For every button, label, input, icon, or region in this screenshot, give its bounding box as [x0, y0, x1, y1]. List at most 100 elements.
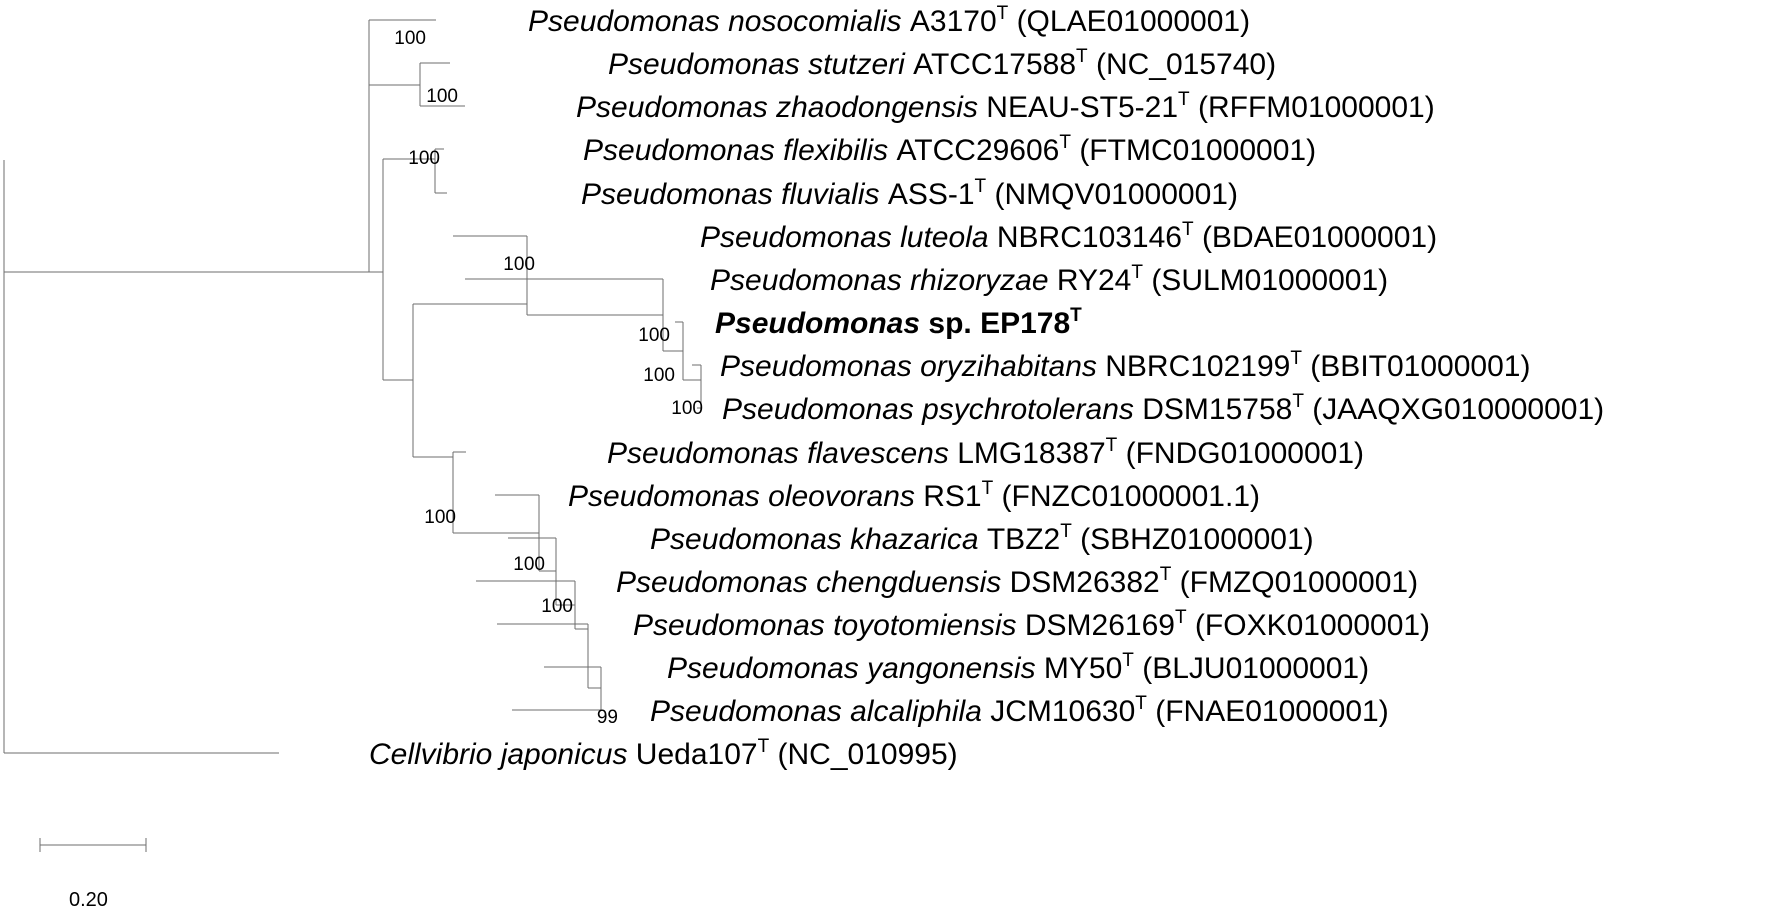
leaf-label-14: Pseudomonas toyotomiensis DSM26169T (FOX…	[633, 607, 1430, 642]
leaf-species-name: Pseudomonas alcaliphila	[650, 695, 990, 728]
leaf-strain: NBRC103146	[997, 221, 1182, 254]
leaf-accession: (NC_010995)	[769, 738, 957, 771]
tree-branches	[3, 19, 702, 754]
leaf-type-mark: T	[975, 176, 987, 197]
leaf-strain: sp. EP178	[928, 307, 1070, 340]
leaf-strain: LMG18387	[957, 437, 1105, 470]
leaf-strain: NEAU-ST5-21	[986, 91, 1178, 124]
leaf-strain: MY50	[1044, 652, 1122, 685]
scale-bar: 0.20	[39, 838, 147, 911]
leaf-species-name: Pseudomonas oryzihabitans	[720, 350, 1105, 383]
leaf-type-mark: T	[997, 3, 1009, 24]
leaf-label-8: Pseudomonas oryzihabitans NBRC102199T (B…	[720, 348, 1530, 383]
leaf-species-name: Pseudomonas flavescens	[607, 437, 957, 470]
leaf-type-mark: T	[1178, 89, 1190, 110]
leaf-species-name: Pseudomonas nosocomialis	[528, 5, 910, 38]
bootstrap-value: 100	[541, 596, 573, 617]
leaf-strain: DSM26382	[1010, 566, 1160, 599]
bootstrap-value: 100	[638, 325, 670, 346]
leaf-label-16: Pseudomonas alcaliphila JCM10630T (FNAE0…	[650, 693, 1389, 728]
leaf-label-7: Pseudomonas sp. EP178T	[715, 305, 1082, 340]
leaf-species-name: Pseudomonas stutzeri	[608, 48, 913, 81]
bootstrap-value: 100	[671, 398, 703, 419]
tree-leaf-labels: Pseudomonas nosocomialis A3170T (QLAE010…	[369, 3, 1604, 771]
leaf-type-mark: T	[1122, 650, 1134, 671]
leaf-accession: (FNZC01000001.1)	[993, 480, 1260, 513]
leaf-accession: (FNAE01000001)	[1147, 695, 1389, 728]
leaf-strain: A3170	[910, 5, 997, 38]
leaf-species-name: Pseudomonas flexibilis	[583, 134, 897, 167]
leaf-type-mark: T	[1175, 607, 1187, 628]
leaf-accession: (QLAE01000001)	[1008, 5, 1250, 38]
leaf-species-name: Pseudomonas luteola	[700, 221, 997, 254]
leaf-type-mark: T	[1182, 219, 1194, 240]
leaf-type-mark: T	[1059, 132, 1071, 153]
leaf-strain: TBZ2	[987, 523, 1060, 556]
leaf-accession: (BBIT01000001)	[1302, 350, 1530, 383]
leaf-species-name: Pseudomonas yangonensis	[667, 652, 1044, 685]
leaf-label-3: Pseudomonas flexibilis ATCC29606T (FTMC0…	[583, 132, 1316, 167]
leaf-type-mark: T	[1131, 262, 1143, 283]
leaf-accession: (SULM01000001)	[1143, 264, 1388, 297]
leaf-species-name: Pseudomonas chengduensis	[616, 566, 1010, 599]
leaf-accession: (NMQV01000001)	[986, 178, 1238, 211]
leaf-label-0: Pseudomonas nosocomialis A3170T (QLAE010…	[528, 3, 1250, 38]
bootstrap-value: 100	[513, 554, 545, 575]
leaf-accession: (RFFM01000001)	[1190, 91, 1435, 124]
leaf-species-name: Pseudomonas zhaodongensis	[576, 91, 986, 124]
leaf-accession: (FNDG01000001)	[1117, 437, 1364, 470]
leaf-label-6: Pseudomonas rhizoryzae RY24T (SULM010000…	[710, 262, 1388, 297]
leaf-type-mark: T	[1160, 564, 1172, 585]
bootstrap-value: 100	[408, 148, 440, 169]
leaf-label-2: Pseudomonas zhaodongensis NEAU-ST5-21T (…	[576, 89, 1435, 124]
leaf-type-mark: T	[982, 478, 994, 499]
bootstrap-value: 100	[424, 507, 456, 528]
leaf-type-mark: T	[1106, 435, 1118, 456]
leaf-species-name: Pseudomonas rhizoryzae	[710, 264, 1057, 297]
leaf-label-10: Pseudomonas flavescens LMG18387T (FNDG01…	[607, 435, 1364, 470]
leaf-accession: (FMZQ01000001)	[1171, 566, 1418, 599]
leaf-type-mark: T	[1135, 693, 1147, 714]
leaf-accession: (SBHZ01000001)	[1072, 523, 1314, 556]
leaf-type-mark: T	[1076, 46, 1088, 67]
leaf-strain: NBRC102199	[1105, 350, 1290, 383]
leaf-type-mark: T	[1290, 348, 1302, 369]
bootstrap-value: 100	[503, 254, 535, 275]
leaf-species-name: Pseudomonas fluvialis	[581, 178, 888, 211]
leaf-type-mark: T	[1070, 305, 1082, 326]
leaf-species-name: Pseudomonas khazarica	[650, 523, 987, 556]
bootstrap-value: 100	[426, 86, 458, 107]
bootstrap-value: 99	[597, 707, 618, 728]
leaf-label-4: Pseudomonas fluvialis ASS-1T (NMQV010000…	[581, 176, 1238, 211]
leaf-strain: Ueda107	[636, 738, 758, 771]
leaf-label-1: Pseudomonas stutzeri ATCC17588T (NC_0157…	[608, 46, 1276, 81]
leaf-strain: DSM26169	[1025, 609, 1175, 642]
leaf-type-mark: T	[1060, 521, 1072, 542]
leaf-species-name: Cellvibrio japonicus	[369, 738, 636, 771]
leaf-type-mark: T	[758, 736, 770, 757]
leaf-label-12: Pseudomonas khazarica TBZ2T (SBHZ0100000…	[650, 521, 1314, 556]
leaf-strain: ATCC29606	[897, 134, 1060, 167]
leaf-label-17: Cellvibrio japonicus Ueda107T (NC_010995…	[369, 736, 958, 771]
leaf-accession: (FTMC01000001)	[1071, 134, 1316, 167]
leaf-strain: ASS-1	[888, 178, 975, 211]
leaf-accession: (BLJU01000001)	[1134, 652, 1369, 685]
scale-bar-label: 0.20	[69, 889, 108, 911]
leaf-accession: (NC_015740)	[1088, 48, 1276, 81]
leaf-strain: RY24	[1057, 264, 1132, 297]
leaf-strain: DSM15758	[1142, 393, 1292, 426]
leaf-accession: (BDAE01000001)	[1194, 221, 1438, 254]
leaf-strain: JCM10630	[990, 695, 1135, 728]
leaf-species-name: Pseudomonas psychrotolerans	[722, 393, 1142, 426]
leaf-label-15: Pseudomonas yangonensis MY50T (BLJU01000…	[667, 650, 1369, 685]
leaf-label-5: Pseudomonas luteola NBRC103146T (BDAE010…	[700, 219, 1437, 254]
leaf-accession: (JAAQXG010000001)	[1304, 393, 1604, 426]
leaf-species-name: Pseudomonas toyotomiensis	[633, 609, 1025, 642]
leaf-label-11: Pseudomonas oleovorans RS1T (FNZC0100000…	[568, 478, 1260, 513]
leaf-strain: ATCC17588	[913, 48, 1076, 81]
leaf-label-13: Pseudomonas chengduensis DSM26382T (FMZQ…	[616, 564, 1418, 599]
leaf-accession: (FOXK01000001)	[1187, 609, 1430, 642]
leaf-species-name: Pseudomonas oleovorans	[568, 480, 923, 513]
